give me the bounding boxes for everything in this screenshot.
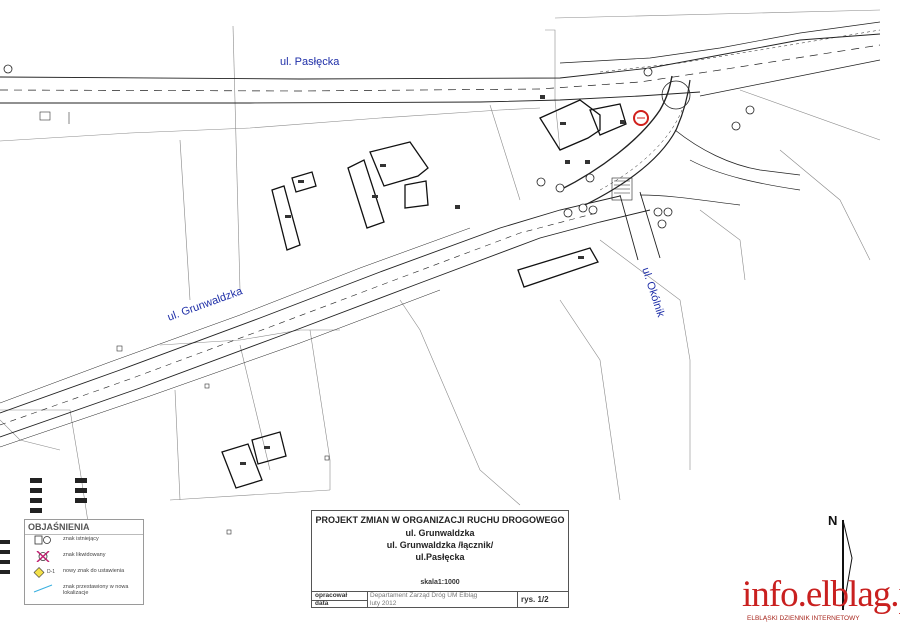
legend-label-removed: znak likwidowany: [63, 552, 106, 558]
project-street-3: ul.Pasłęcka: [415, 552, 465, 562]
removed-sign-icon: [36, 551, 50, 562]
legend-panel: OBJAŚNIENIA znak istniejący znak likwido…: [24, 519, 144, 605]
title-block: PROJEKT ZMIAN W ORGANIZACJI RUCHU DROGOW…: [311, 510, 569, 608]
street-label-paslecka: ul. Pasłęcka: [280, 56, 340, 68]
brand-tagline: ELBLĄSKI DZIENNIK INTERNETOWY: [747, 615, 860, 622]
survey-marks: [39, 111, 330, 535]
brand-logo: info.elblag.pl: [742, 574, 900, 615]
building-hatching: [240, 95, 625, 465]
existing-sign-icon: [34, 535, 51, 545]
plot-boundaries: [0, 9, 881, 601]
project-street-2: ul. Grunwaldzka /łącznik/: [386, 540, 494, 550]
new-sign-marker: [633, 110, 649, 126]
scale-label: skala1:1000: [420, 579, 460, 586]
legend-row-new: D-1 nowy znak do ustawienia: [25, 566, 141, 580]
project-street-1: ul. Grunwaldzka: [405, 528, 475, 538]
road-okolnik: [611, 177, 661, 261]
project-title: PROJEKT ZMIAN W ORGANIZACJI RUCHU DROGOW…: [315, 515, 565, 525]
prepared-by-value: Departament Zarząd Dróg UM Elbląg: [370, 592, 478, 599]
prepared-by-label: opracował: [312, 592, 368, 601]
road-grunwaldzka: [0, 195, 651, 448]
relocated-sign-icon: [33, 584, 53, 593]
legend-row-removed: znak likwidowany: [25, 550, 141, 564]
road-paslecka: [0, 21, 881, 104]
legend-sign-code: D-1: [47, 569, 56, 575]
sheet-number: rys. 1/2: [517, 592, 569, 608]
legend-title: OBJAŚNIENIA: [25, 520, 143, 535]
parking-lot: [0, 478, 87, 574]
date-value: luty 2012: [370, 600, 397, 607]
legend-row-existing: znak istniejący: [25, 534, 141, 548]
buildings: [221, 99, 627, 489]
north-label: N: [828, 513, 838, 528]
road-connector: [559, 75, 801, 206]
traffic-signs: [3, 64, 755, 229]
date-label: data: [312, 600, 368, 608]
legend-label-existing: znak istniejący: [63, 536, 99, 542]
legend-label-relocated: znak przestawiony w nowa lokalizacje: [63, 584, 129, 596]
legend-row-relocated: znak przestawiony w nowa lokalizacje: [25, 582, 141, 602]
new-sign-icon: [33, 567, 45, 578]
title-block-grid: opracował Departament Zarząd Dróg UM Elb…: [312, 591, 568, 608]
legend-label-new: nowy znak do ustawienia: [63, 568, 125, 574]
north-arrow: [842, 519, 853, 611]
